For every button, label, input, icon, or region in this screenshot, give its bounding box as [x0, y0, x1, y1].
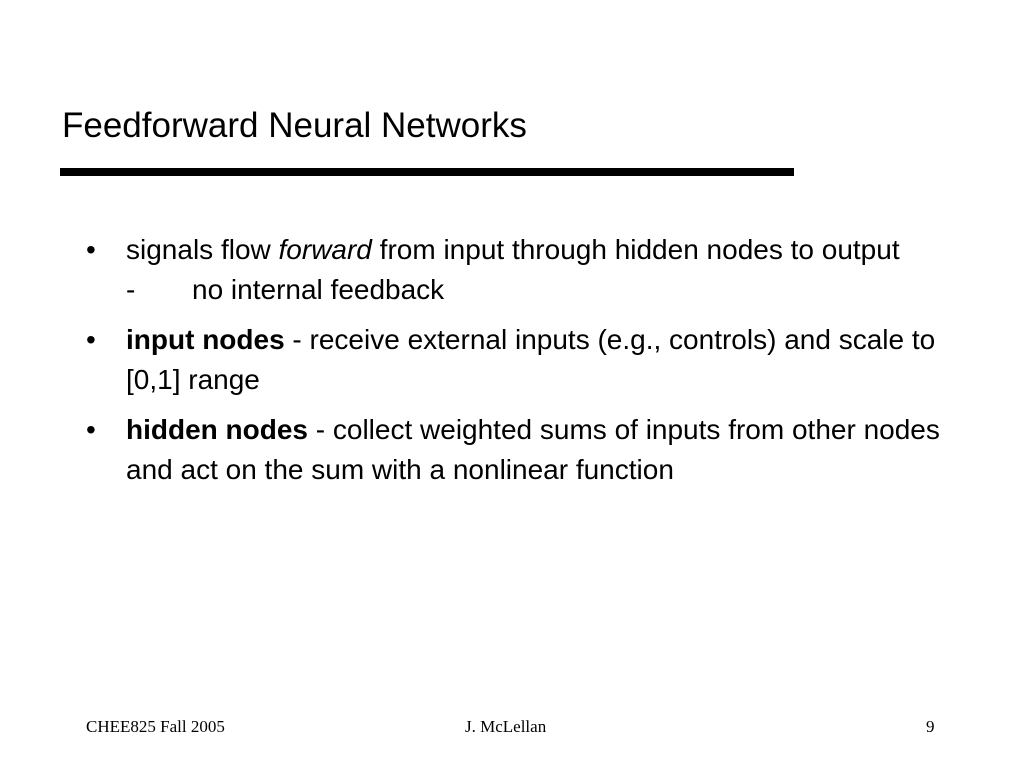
- bullet-text-pre: signals flow: [126, 234, 279, 265]
- bullet-item-hidden-nodes: • hidden nodes - collect weighted sums o…: [86, 410, 946, 490]
- bullet-text-post: from input through hidden nodes to outpu…: [371, 234, 900, 265]
- bullet-term: input nodes: [126, 324, 285, 355]
- bullet-list: • signals flow forward from input throug…: [86, 230, 946, 500]
- bullet-marker: •: [86, 414, 96, 445]
- title-underline: [60, 168, 794, 176]
- footer-author: J. McLellan: [465, 717, 547, 736]
- footer-course: CHEE825 Fall 2005: [86, 717, 225, 736]
- bullet-marker: •: [86, 234, 96, 265]
- bullet-item-signals-flow: • signals flow forward from input throug…: [86, 230, 946, 310]
- sub-point-text: no internal feedback: [192, 274, 445, 305]
- slide-title: Feedforward Neural Networks: [62, 106, 527, 145]
- footer-page-number: 9: [926, 717, 935, 736]
- bullet-description: - receive external inputs (e.g., control…: [126, 324, 936, 395]
- sub-point-dash: -: [126, 274, 136, 305]
- bullet-text: hidden nodes - collect weighted sums of …: [126, 410, 946, 490]
- bullet-text: signals flow forward from input through …: [126, 230, 946, 270]
- bullet-emphasis: forward: [278, 234, 372, 265]
- bullet-text: input nodes - receive external inputs (e…: [126, 320, 946, 400]
- bullet-item-input-nodes: • input nodes - receive external inputs …: [86, 320, 946, 400]
- bullet-description: - collect weighted sums of inputs from o…: [126, 414, 940, 485]
- bullet-term: hidden nodes: [126, 414, 308, 445]
- bullet-marker: •: [86, 324, 96, 355]
- sub-point: - no internal feedback: [126, 270, 946, 310]
